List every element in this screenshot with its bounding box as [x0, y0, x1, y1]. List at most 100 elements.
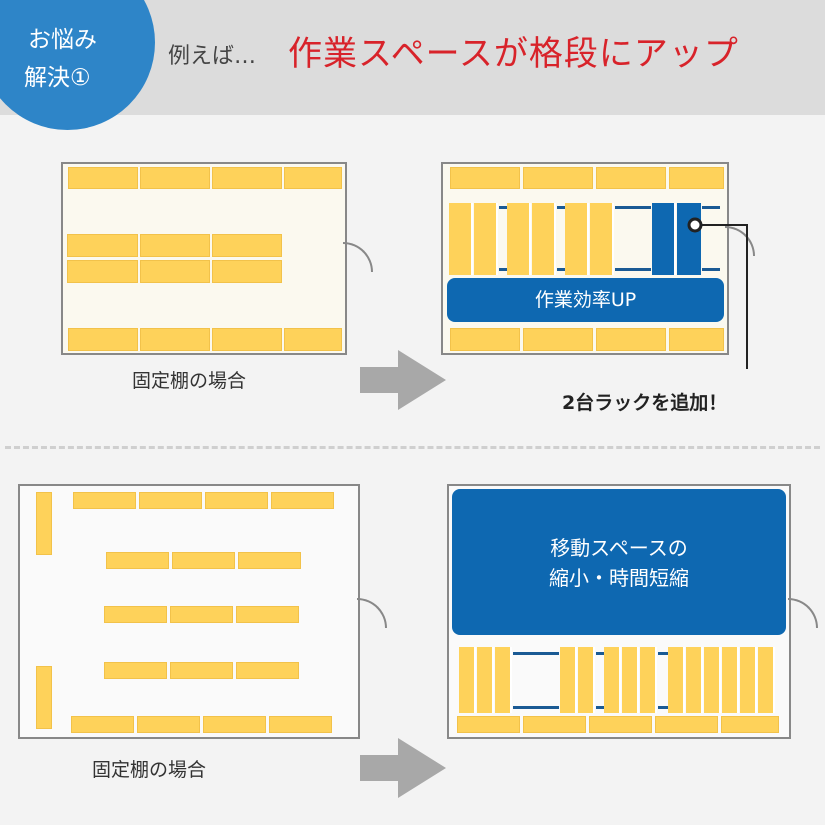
- mobile-rack: [722, 647, 739, 713]
- mobile-rack: [668, 647, 685, 713]
- shelf: [238, 552, 301, 569]
- shelf: [137, 716, 200, 733]
- mobile-rack: [507, 203, 531, 275]
- shelf: [140, 260, 210, 283]
- rack-rail: [596, 652, 604, 655]
- rack-rail: [615, 206, 651, 209]
- shelf: [596, 167, 666, 189]
- mobile-rack: [449, 203, 473, 275]
- mobile-rack: [578, 647, 595, 713]
- mobile-rack: [622, 647, 639, 713]
- shelf: [212, 328, 282, 351]
- shelf: [203, 716, 266, 733]
- room-fixed-top: [61, 162, 347, 355]
- door-icon: [357, 598, 387, 628]
- mobile-rack: [565, 203, 589, 275]
- shelf: [284, 328, 342, 351]
- rack-rail: [557, 206, 565, 209]
- shelf: [140, 234, 210, 257]
- rack-rail: [702, 268, 720, 271]
- shelf: [669, 167, 724, 189]
- added-rack: [677, 203, 701, 275]
- mobile-rack: [640, 647, 657, 713]
- arrow-right-icon: [360, 350, 446, 410]
- rack-rail: [499, 268, 507, 271]
- band-space-reduction: 移動スペースの 縮小・時間短縮: [452, 489, 786, 635]
- rack-rail: [499, 206, 507, 209]
- rack-rail: [615, 268, 651, 271]
- shelf: [104, 662, 167, 679]
- rack-rail: [658, 652, 668, 655]
- mobile-rack: [532, 203, 556, 275]
- shelf: [170, 662, 233, 679]
- shelf: [68, 328, 138, 351]
- shelf: [212, 167, 282, 189]
- door-icon: [788, 598, 818, 628]
- band-line-2: 縮小・時間短縮: [549, 566, 689, 590]
- shelf: [589, 716, 652, 733]
- rack-rail: [658, 706, 668, 709]
- caption-fixed-top: 固定棚の場合: [132, 370, 247, 392]
- band-efficiency-up: 作業効率UP: [447, 278, 724, 322]
- door-icon: [343, 242, 373, 272]
- shelf: [284, 167, 342, 189]
- shelf: [139, 492, 202, 509]
- shelf: [172, 552, 235, 569]
- shelf: [205, 492, 268, 509]
- shelf: [212, 260, 282, 283]
- mobile-rack: [560, 647, 577, 713]
- headline: 作業スペースが格段にアップ: [288, 34, 739, 74]
- shelf: [236, 606, 299, 623]
- shelf: [140, 328, 210, 351]
- room-mobile-top: [441, 162, 729, 355]
- shelf: [236, 662, 299, 679]
- badge-line-1: お悩み: [28, 27, 97, 53]
- shelf: [669, 328, 724, 351]
- rack-rail: [513, 706, 559, 709]
- caption-fixed-bottom: 固定棚の場合: [92, 759, 207, 781]
- shelf: [36, 492, 52, 555]
- rack-rail: [557, 268, 565, 271]
- shelf: [67, 260, 138, 283]
- section-divider: [5, 446, 820, 449]
- shelf: [523, 328, 593, 351]
- shelf: [523, 716, 586, 733]
- shelf: [596, 328, 666, 351]
- shelf: [71, 716, 134, 733]
- mobile-rack: [590, 203, 614, 275]
- shelf: [73, 492, 136, 509]
- shelf: [523, 167, 593, 189]
- added-rack: [652, 203, 676, 275]
- shelf: [68, 167, 138, 189]
- rack-rail: [702, 206, 720, 209]
- rack-rail: [596, 706, 604, 709]
- mobile-rack: [604, 647, 621, 713]
- shelf: [271, 492, 334, 509]
- shelf: [457, 716, 520, 733]
- shelf: [67, 234, 138, 257]
- mobile-rack: [495, 647, 512, 713]
- lead-text: 例えば…: [168, 44, 257, 69]
- mobile-rack: [477, 647, 494, 713]
- rack-rail: [513, 652, 559, 655]
- mobile-rack: [758, 647, 775, 713]
- mobile-rack: [474, 203, 498, 275]
- mobile-rack: [704, 647, 721, 713]
- shelf: [104, 606, 167, 623]
- shelf: [170, 606, 233, 623]
- shelf: [106, 552, 169, 569]
- shelf: [655, 716, 718, 733]
- shelf: [269, 716, 332, 733]
- arrow-right-icon: [360, 738, 446, 798]
- shelf: [140, 167, 210, 189]
- shelf: [212, 234, 282, 257]
- badge-line-2: 解決①: [24, 65, 91, 91]
- shelf: [450, 328, 520, 351]
- shelf: [721, 716, 779, 733]
- mobile-rack: [686, 647, 703, 713]
- shelf: [36, 666, 52, 729]
- mobile-rack: [740, 647, 757, 713]
- callout-leader: [687, 217, 748, 369]
- callout-add-racks: 2台ラックを追加！: [562, 392, 728, 414]
- room-fixed-bottom: [18, 484, 360, 739]
